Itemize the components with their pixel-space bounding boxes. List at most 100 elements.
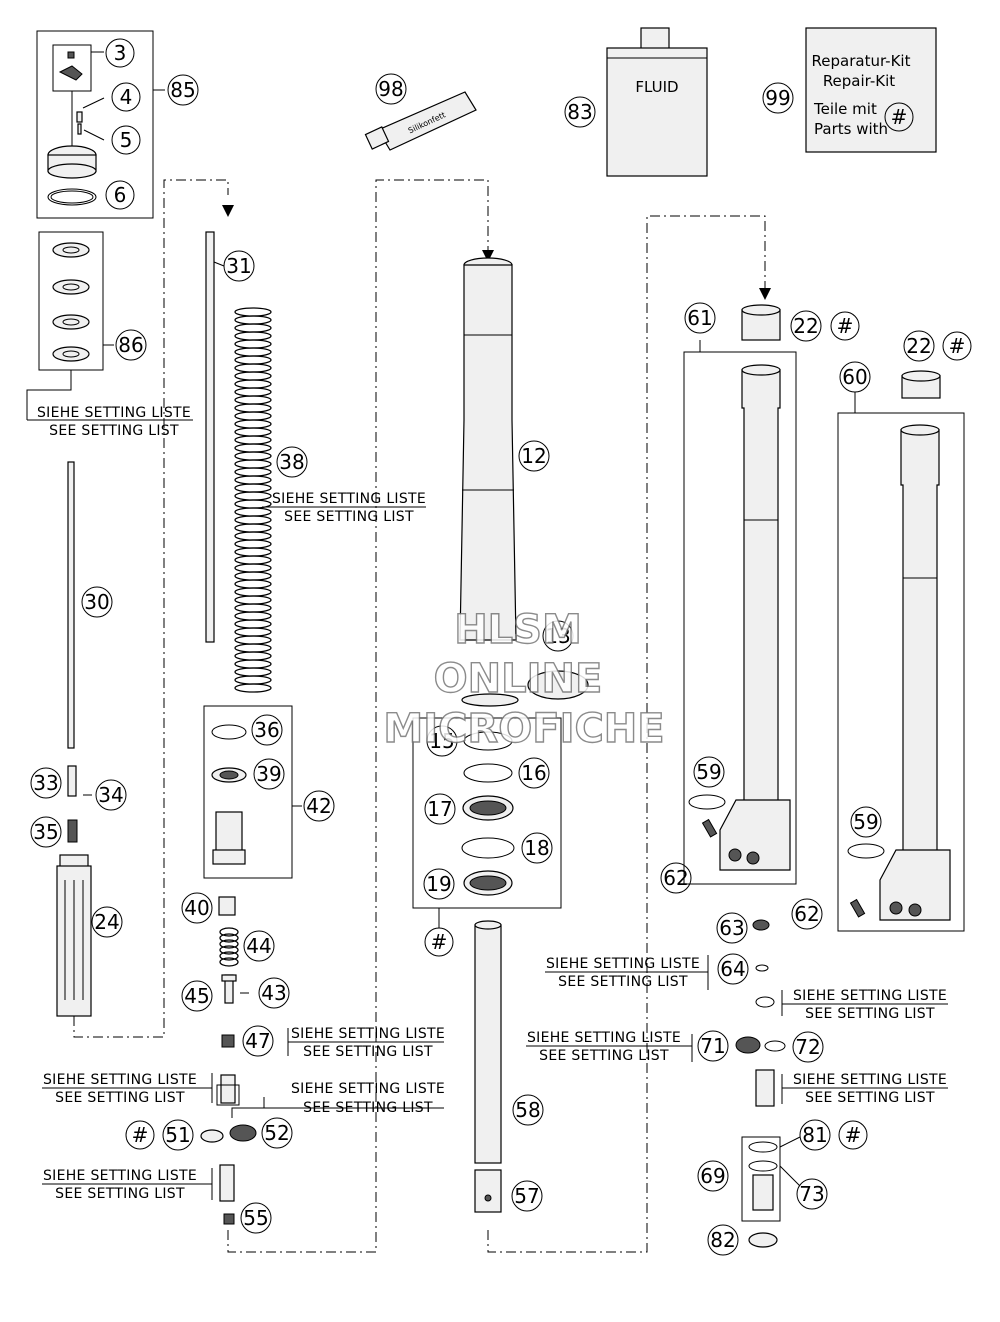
callout-59a: 59 [693,756,725,788]
callout-12: 12 [518,440,550,472]
svg-text:81: 81 [802,1123,827,1147]
spring-coil [234,643,272,653]
callout-hash-22b: # [942,331,972,361]
seal-box [412,717,562,928]
callout-64: 64 [717,953,749,985]
callout-34: 34 [95,779,127,811]
callout-71: 71 [697,1030,729,1062]
setting-label-38: SIEHE SETTING LISTE SEE SETTING LIST [262,491,426,525]
spring-coil [234,387,272,397]
spring-coil [234,315,272,325]
callout-98: 98 [375,73,407,105]
inner-tube-60 [837,370,965,932]
inner-tube-61 [683,304,797,885]
callout-hash-51: # [125,1120,155,1150]
svg-text:SIEHE SETTING LISTE: SIEHE SETTING LISTE [43,1072,197,1088]
callout-51: 51 [162,1119,194,1151]
svg-text:4: 4 [120,85,133,109]
svg-text:#: # [431,930,448,954]
watermark-line3: MICROFICHE [383,706,664,752]
setting-label-right-1: SIEHE SETTING LISTE SEE SETTING LIST [781,988,948,1022]
svg-text:SEE SETTING LIST: SEE SETTING LIST [55,1090,185,1106]
callout-hash-kit: # [884,102,914,132]
svg-text:59: 59 [696,760,721,784]
spring-coil [234,611,272,621]
spring-coil [234,435,272,445]
spring-coil [234,587,272,597]
callout-4: 4 [111,82,141,112]
callout-15: 15 [426,725,458,757]
svg-text:30: 30 [84,590,109,614]
callout-59b: 59 [850,806,882,838]
svg-text:55: 55 [243,1206,268,1230]
callout-44: 44 [243,930,275,962]
spring-coil [219,933,239,943]
svg-text:15: 15 [429,729,454,753]
svg-text:63: 63 [719,916,744,940]
svg-text:99: 99 [765,86,790,110]
shim-stack-86 [26,231,104,403]
setting-labels: SIEHE SETTING LISTE SEE SETTING LIST SIE… [26,403,948,1202]
outer-tube-12 [459,257,589,707]
svg-text:SIEHE SETTING LISTE: SIEHE SETTING LISTE [793,1072,947,1088]
callout-hash-seals: # [424,927,454,957]
svg-text:13: 13 [545,624,570,648]
svg-text:SEE SETTING LIST: SEE SETTING LIST [558,974,688,990]
svg-text:42: 42 [306,794,331,818]
svg-text:57: 57 [514,1184,539,1208]
setting-label-right-2: SIEHE SETTING LISTE SEE SETTING LIST [781,1072,948,1106]
svg-text:98: 98 [378,77,403,101]
svg-text:SEE SETTING LIST: SEE SETTING LIST [49,423,179,439]
watermark-line2: ONLINE [434,656,603,702]
valve-parts-right [735,919,786,1248]
spring-coil [234,659,272,669]
spring-coil [234,563,272,573]
svg-text:36: 36 [254,718,279,742]
svg-text:SEE SETTING LIST: SEE SETTING LIST [303,1100,433,1116]
callout-19: 19 [423,868,455,900]
svg-text:6: 6 [114,183,127,207]
callout-99: 99 [762,82,794,114]
callout-31: 31 [223,250,255,282]
svg-text:#: # [837,314,854,338]
spring-coil [219,951,239,961]
svg-text:SEE SETTING LIST: SEE SETTING LIST [55,1186,185,1202]
watermark-line1: HLSM [454,607,582,653]
spring-coil [234,467,272,477]
svg-text:72: 72 [795,1035,820,1059]
svg-text:58: 58 [515,1098,540,1122]
callout-18: 18 [521,832,553,864]
spring-coil [234,443,272,453]
spring-coil [234,403,272,413]
callout-69: 69 [697,1160,729,1192]
box-42 [203,705,293,879]
svg-text:61: 61 [687,306,712,330]
spring-coil [234,339,272,349]
svg-text:16: 16 [521,761,546,785]
callout-82: 82 [707,1224,739,1256]
silicone-grease-tube: Silikonfett [364,91,477,151]
spring-coil [219,939,239,949]
svg-text:#: # [949,334,966,358]
svg-text:SIEHE SETTING LISTE: SIEHE SETTING LISTE [43,1168,197,1184]
callout-33: 33 [30,767,62,799]
spring-coil [234,603,272,613]
callout-30: 30 [81,586,113,618]
callout-6: 6 [105,180,135,210]
spring-coil [234,627,272,637]
callout-62a: 62 [660,862,692,894]
setting-label-64: SIEHE SETTING LISTE SEE SETTING LIST [545,955,709,990]
callout-63: 63 [716,912,748,944]
spring-coil [219,957,239,967]
svg-text:34: 34 [98,783,123,807]
svg-text:SEE SETTING LIST: SEE SETTING LIST [539,1048,669,1064]
callout-72: 72 [792,1031,824,1063]
kit-box-85 [36,30,154,219]
spring-coil [234,619,272,629]
callout-22a: 22 [790,310,822,342]
svg-text:22: 22 [793,314,818,338]
watermark: HLSM ONLINE MICROFICHE [383,606,666,752]
spring-coil [219,945,239,955]
callout-13: 13 [542,620,574,652]
svg-text:44: 44 [246,934,271,958]
